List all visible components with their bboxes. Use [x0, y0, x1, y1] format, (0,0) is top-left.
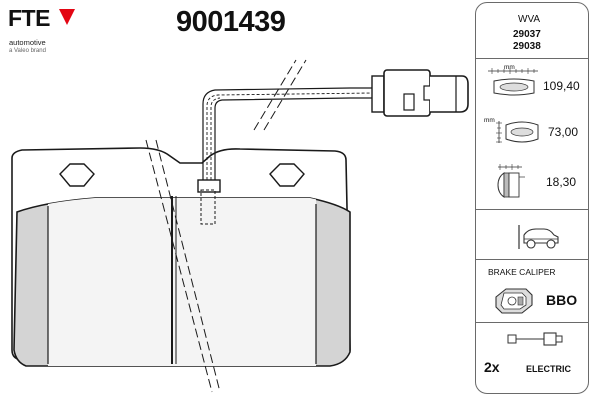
wva-number-1: 29037	[513, 29, 541, 40]
width-unit: mm	[504, 64, 515, 71]
brand-subtitle: automotive	[9, 38, 46, 47]
front-axle-car-icon	[518, 225, 559, 249]
break-line-left-inner	[155, 139, 221, 393]
break-line-top-outer	[253, 59, 297, 131]
part-number: 9001439	[176, 6, 286, 38]
spec-panel: WVA 29037 29038 mm 109,40 mm 73,00	[475, 2, 589, 394]
sensor-clip	[197, 179, 221, 193]
mounting-hole-right	[269, 163, 305, 187]
wear-sensor-icon	[507, 332, 563, 346]
pad-width-icon	[488, 68, 538, 96]
brake-pad-drawing	[11, 59, 469, 393]
divider	[476, 58, 588, 59]
brake-caliper-value: BBO	[546, 292, 578, 308]
sensor-wire	[202, 87, 372, 180]
logo-accent-icon	[59, 9, 75, 25]
break-line-left-outer	[145, 139, 213, 393]
divider	[476, 259, 588, 260]
mounting-hole-left	[59, 163, 95, 187]
wear-indicator-count: 2x	[484, 359, 500, 375]
pad-height-icon	[496, 121, 539, 143]
caliper-icon	[495, 288, 533, 314]
brand-logo-text: FTE	[8, 5, 50, 31]
break-line-top-inner	[263, 59, 307, 131]
wear-indicator-type: ELECTRIC	[526, 364, 571, 374]
divider	[476, 209, 588, 210]
height-value: 73,00	[548, 125, 579, 139]
wva-number-2: 29038	[513, 41, 541, 52]
brake-caliper-label: BRAKE CALIPER	[488, 267, 556, 277]
brand-tagline: a Valeo brand	[9, 48, 46, 54]
sensor-hidden-lines	[200, 189, 216, 225]
wva-label: WVA	[518, 14, 541, 25]
width-value: 109,40	[543, 79, 580, 93]
sensor-connector	[371, 69, 469, 117]
height-unit: mm	[484, 117, 495, 124]
thickness-value: 18,30	[546, 175, 577, 189]
pad-thickness-icon	[497, 164, 525, 198]
divider	[476, 322, 588, 323]
